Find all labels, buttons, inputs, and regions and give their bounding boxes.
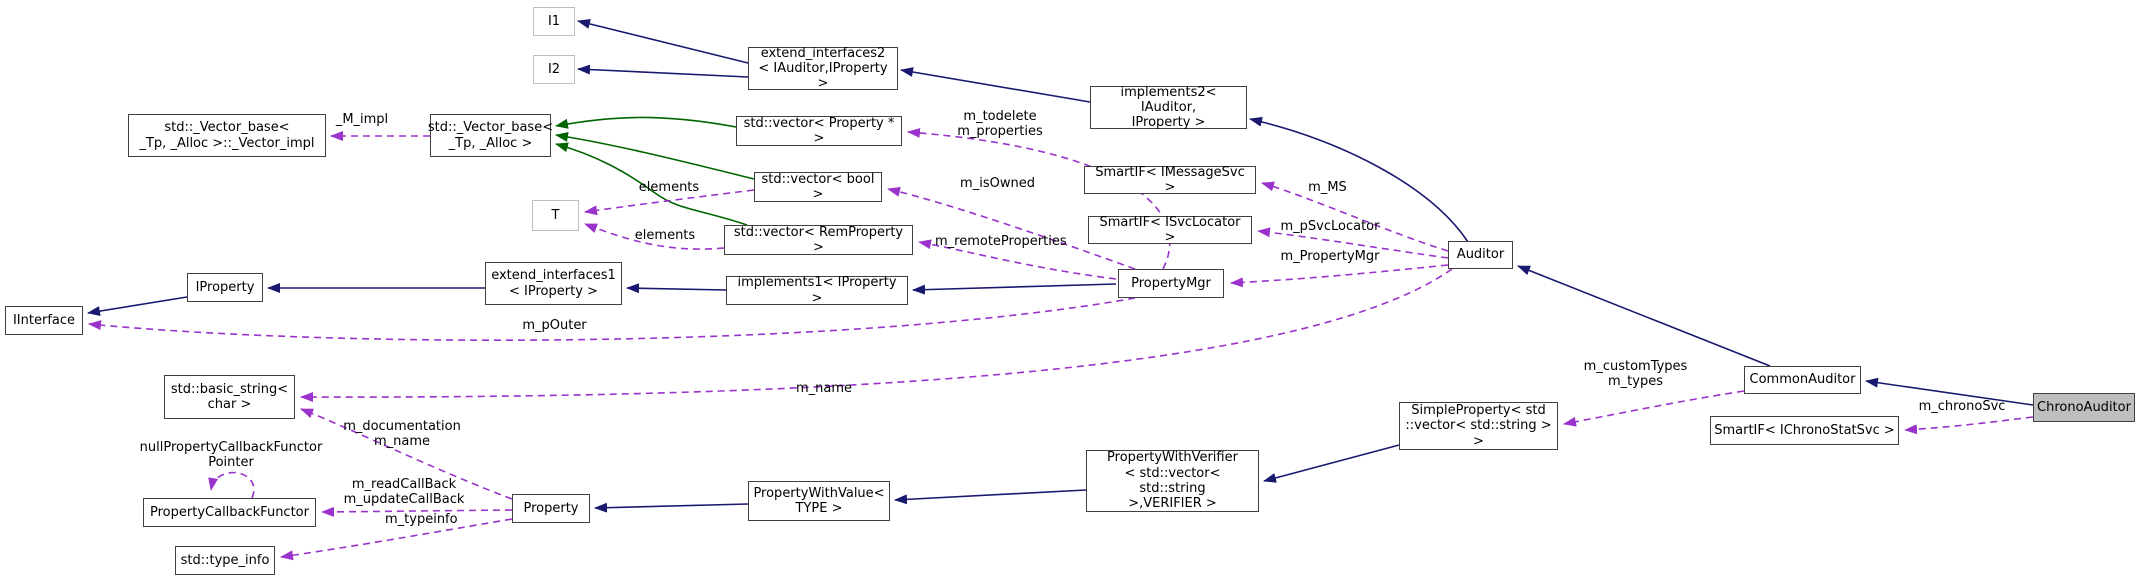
node-auditor[interactable]: Auditor xyxy=(1448,241,1513,269)
edge-label-m-name: m_name xyxy=(795,381,853,396)
node-propertycallbackfunctor[interactable]: PropertyCallbackFunctor xyxy=(143,498,316,527)
edge-auditor-basicstring xyxy=(300,268,1453,403)
edge-chronoauditor-commonauditor xyxy=(1865,377,2034,406)
node-simpleproperty[interactable]: SimpleProperty< std ::vector< std::strin… xyxy=(1399,402,1558,450)
node-extend-interfaces1[interactable]: extend_interfaces1 < IProperty > xyxy=(485,262,622,305)
edge-label-m-isowned: m_isOwned xyxy=(960,176,1035,191)
edge-label-m-propertymgr: m_PropertyMgr xyxy=(1280,249,1380,264)
node-vector-remproperty[interactable]: std::vector< RemProperty > xyxy=(724,225,913,255)
node-extend-interfaces2[interactable]: extend_interfaces2 < IAuditor,IProperty … xyxy=(748,46,898,91)
node-i1: I1 xyxy=(533,7,575,36)
node-vector-property-ptr[interactable]: std::vector< Property * > xyxy=(736,116,902,146)
edge-implements2-extendinterfaces2 xyxy=(900,67,1091,103)
edge-vectorremproperty-t xyxy=(584,223,725,250)
edge-commonauditor-simpleproperty xyxy=(1563,390,1745,427)
inheritance-edges xyxy=(87,19,2034,513)
edge-vectorremproperty-vectorbase xyxy=(555,142,748,226)
edge-simpleproperty-propertywithverifier xyxy=(1263,444,1400,483)
edge-propertywithverifier-propertywithvalue xyxy=(894,489,1087,505)
edge-label-m-todelete-m-properties: m_todelete m_properties xyxy=(957,109,1043,139)
edge-label-m-typeinfo: m_typeinfo xyxy=(385,512,458,527)
node-basic-string[interactable]: std::basic_string< char > xyxy=(164,375,295,419)
node-iinterface[interactable]: IInterface xyxy=(5,306,83,335)
edge-property-propertycallbackfunctor xyxy=(321,506,513,517)
edge-label-elements-bool: elements xyxy=(638,180,700,195)
edge-propertycallbackfunctor-selfloop xyxy=(208,471,255,499)
edge-implements1-extendinterfaces1 xyxy=(626,283,727,294)
edge-extendinterfaces2-i2 xyxy=(577,64,749,78)
edge-chronoauditor-smartif-ichronostatsvc xyxy=(1904,416,2034,435)
edge-label-m-chronosvc: m_chronoSvc xyxy=(1918,399,2006,414)
node-vector-base-impl[interactable]: std::_Vector_base< _Tp, _Alloc >::_Vecto… xyxy=(128,114,326,157)
node-smartif-imessagesvc[interactable]: SmartIF< IMessageSvc > xyxy=(1084,165,1256,195)
protected-inheritance-edges xyxy=(555,116,755,226)
node-vector-base[interactable]: std::_Vector_base< _Tp, _Alloc > xyxy=(428,114,553,157)
edge-vectorproperty-vectorbase xyxy=(555,116,737,129)
node-iproperty[interactable]: IProperty xyxy=(187,273,263,302)
edge-property-basicstring xyxy=(300,408,513,500)
node-propertywithverifier[interactable]: PropertyWithVerifier < std::vector< std:… xyxy=(1086,450,1259,512)
edge-vectorbool-vectorbase xyxy=(555,131,755,180)
node-i2: I2 xyxy=(533,55,575,84)
edge-label-m-customtypes-m-types: m_customTypes m_types xyxy=(1583,359,1688,389)
node-chronoauditor: ChronoAuditor xyxy=(2033,393,2135,422)
node-property[interactable]: Property xyxy=(512,494,590,523)
edge-label-nullpropertycallbackfunctor-pointer: nullPropertyCallbackFunctor Pointer xyxy=(139,440,323,470)
edge-auditor-smartif-isvclocator xyxy=(1257,227,1449,259)
node-t: T xyxy=(532,200,579,231)
edge-propertymgr-vectorremproperty xyxy=(918,239,1117,280)
edge-auditor-implements2 xyxy=(1249,116,1469,243)
edge-vectorbool-t xyxy=(584,189,755,216)
node-smartif-ichronostatsvc[interactable]: SmartIF< IChronoStatSvc > xyxy=(1710,416,1899,445)
edge-label-m-impl: _M_impl xyxy=(335,112,389,127)
node-implements1[interactable]: implements1< IProperty > xyxy=(726,275,908,306)
edge-propertymgr-implements1 xyxy=(912,283,1117,295)
edge-property-typeinfo xyxy=(280,518,513,561)
edge-propertymgr-iinterface xyxy=(88,297,1136,341)
edge-label-elements-remproperty: elements xyxy=(634,228,696,243)
node-vector-bool[interactable]: std::vector< bool > xyxy=(754,172,882,202)
node-propertymgr[interactable]: PropertyMgr xyxy=(1118,269,1224,298)
node-propertywithvalue[interactable]: PropertyWithValue< TYPE > xyxy=(748,481,890,521)
edge-auditor-propertymgr xyxy=(1230,264,1449,288)
edge-propertywithvalue-property xyxy=(594,502,749,513)
node-implements2[interactable]: implements2< IAuditor, IProperty > xyxy=(1090,85,1247,130)
node-commonauditor[interactable]: CommonAuditor xyxy=(1744,366,1861,394)
edge-label-m-psvclocator: m_pSvcLocator xyxy=(1280,219,1380,234)
edge-commonauditor-auditor xyxy=(1517,265,1771,367)
edge-iproperty-iinterface xyxy=(87,296,188,317)
node-smartif-isvclocator[interactable]: SmartIF< ISvcLocator > xyxy=(1088,215,1252,245)
node-type-info[interactable]: std::type_info xyxy=(175,546,275,575)
edge-extendinterfaces2-i1 xyxy=(577,19,749,64)
edge-label-m-documentation-m-name: m_documentation m_name xyxy=(343,419,461,449)
edge-label-m-ms: m_MS xyxy=(1308,180,1347,195)
edge-auditor-smartif-imessagesvc xyxy=(1261,181,1449,252)
edge-propertymgr-vectorbool xyxy=(887,186,1136,270)
edge-label-m-pouter: m_pOuter xyxy=(522,318,587,333)
edge-label-m-remoteproperties: m_remoteProperties xyxy=(935,234,1067,249)
edge-label-m-readcallback-m-updatecallback: m_readCallBack m_updateCallBack xyxy=(343,477,465,507)
